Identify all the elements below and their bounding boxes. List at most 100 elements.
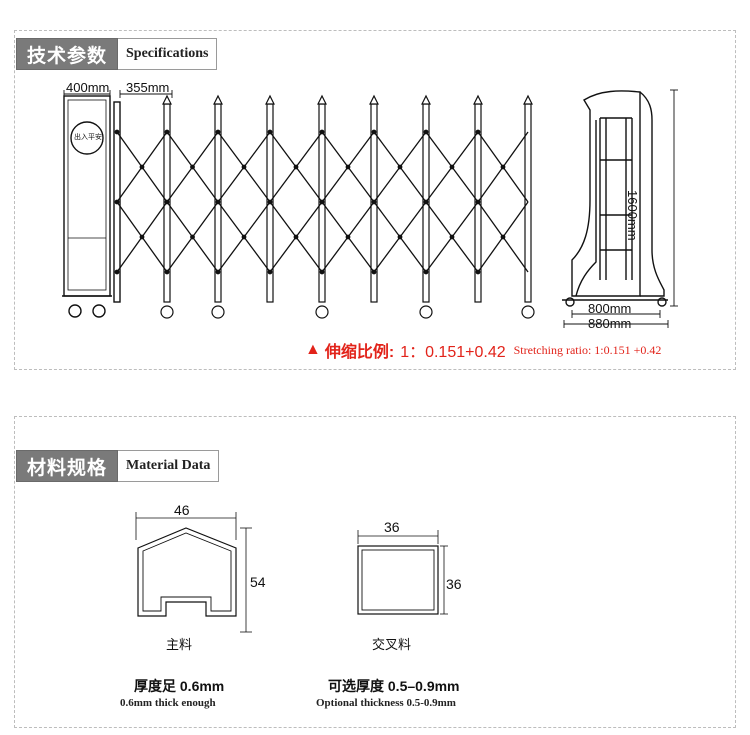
gate-wheel: [419, 305, 433, 319]
lattice-bar: [217, 131, 245, 168]
lattice-bar: [217, 166, 245, 203]
booth-cabinet: [63, 95, 111, 297]
lattice-bar: [243, 131, 271, 168]
cross-thickness-en: Optional thickness 0.5-0.9mm: [316, 697, 456, 709]
lattice-bar: [116, 201, 143, 238]
lattice-bar: [116, 131, 143, 168]
lattice-bar: [166, 201, 194, 238]
specifications-title-en: Specifications: [118, 38, 218, 70]
gate-post-tip: [162, 94, 172, 105]
material-data-header: 材料规格 Material Data: [16, 450, 220, 482]
stretching-ratio: ▲ 伸缩比例: 1：0.151+0.42 Stretching ratio: 1…: [305, 338, 661, 362]
lattice-bar: [502, 236, 529, 273]
lattice-bar: [373, 236, 401, 273]
material-data-panel: [14, 416, 736, 728]
cross-thickness-cn: 可选厚度 0.5–0.9mm: [328, 678, 460, 694]
lattice-bar: [425, 131, 453, 168]
lattice-bar: [321, 131, 349, 168]
lattice-bar: [166, 131, 194, 168]
lattice-joint: [139, 234, 145, 240]
lattice-bar: [116, 236, 143, 273]
lattice-bar: [347, 131, 375, 168]
lattice-joint: [319, 129, 325, 135]
lattice-bar: [269, 201, 297, 238]
lattice-joint: [319, 269, 325, 275]
lattice-joint: [449, 234, 455, 240]
lattice-joint: [114, 129, 120, 135]
specifications-title-cn: 技术参数: [16, 38, 119, 70]
lattice-joint: [475, 199, 481, 205]
booth-inner: [67, 99, 107, 291]
lattice-joint: [345, 164, 351, 170]
lattice-bar: [399, 201, 427, 238]
lattice-joint: [114, 199, 120, 205]
lattice-bar: [141, 131, 168, 168]
gate-wheel: [315, 305, 329, 319]
lattice-bar: [295, 201, 323, 238]
lattice-bar: [217, 236, 245, 273]
booth-sign-circle: [70, 121, 104, 155]
lattice-joint: [449, 164, 455, 170]
lattice-joint: [319, 199, 325, 205]
material-title-en: Material Data: [118, 450, 220, 482]
main-thickness-en: 0.6mm thick enough: [120, 697, 216, 709]
main-profile-height: 54: [250, 574, 266, 590]
lattice-bar: [477, 131, 504, 168]
lattice-bar: [295, 166, 323, 203]
lattice-joint: [500, 164, 506, 170]
lattice-bar: [321, 201, 349, 238]
lattice-joint: [371, 199, 377, 205]
booth-sign-text: 出入平安: [74, 134, 102, 141]
lattice-bar: [502, 166, 529, 203]
dim-section-spacing: 355mm: [126, 80, 170, 95]
lattice-bar: [451, 236, 479, 273]
lattice-bar: [243, 166, 271, 203]
lattice-joint: [164, 269, 170, 275]
lattice-bar: [243, 201, 271, 238]
lattice-joint: [215, 269, 221, 275]
lattice-joint: [475, 129, 481, 135]
gate-post-tip: [317, 94, 327, 105]
lattice-bar: [269, 166, 297, 203]
lattice-joint: [293, 234, 299, 240]
lattice-joint: [215, 199, 221, 205]
lattice-joint: [267, 199, 273, 205]
lattice-bar: [321, 166, 349, 203]
gate-post-tip: [523, 94, 533, 105]
cross-profile-height: 36: [446, 576, 462, 592]
lattice-joint: [241, 164, 247, 170]
lattice-bar: [217, 201, 245, 238]
lattice-bar: [451, 131, 479, 168]
gate-post-tip: [421, 94, 431, 105]
ratio-value: 1：0.151+0.42: [400, 344, 506, 361]
lattice-joint: [293, 164, 299, 170]
lattice-bar: [373, 201, 401, 238]
lattice-bar: [502, 201, 529, 238]
lattice-joint: [397, 234, 403, 240]
main-thickness-cn: 厚度足 0.6mm: [134, 678, 225, 694]
dim-height: 1600mm: [625, 190, 640, 241]
main-profile-shape: [137, 527, 237, 617]
lattice-joint: [475, 269, 481, 275]
lattice-bar: [347, 201, 375, 238]
dim-booth-width: 400mm: [66, 80, 110, 95]
lattice-bar: [425, 201, 453, 238]
lattice-joint: [423, 269, 429, 275]
lattice-bar: [451, 166, 479, 203]
gate-wheel: [211, 305, 225, 319]
cross-profile-width: 36: [384, 519, 400, 535]
lattice-bar: [295, 131, 323, 168]
lattice-bar: [451, 201, 479, 238]
ratio-label-cn: 伸缩比例:: [324, 344, 395, 361]
lattice-joint: [371, 129, 377, 135]
lattice-bar: [425, 166, 453, 203]
lattice-joint: [500, 234, 506, 240]
lattice-joint: [190, 164, 195, 170]
lattice-bar: [477, 201, 504, 238]
lattice-bar: [399, 166, 427, 203]
lattice-joint: [190, 234, 195, 240]
booth-wheel-right: [92, 304, 106, 318]
main-profile-name: 主料: [166, 637, 193, 652]
lattice-joint: [164, 199, 170, 205]
booth-wheel-left: [68, 304, 82, 318]
